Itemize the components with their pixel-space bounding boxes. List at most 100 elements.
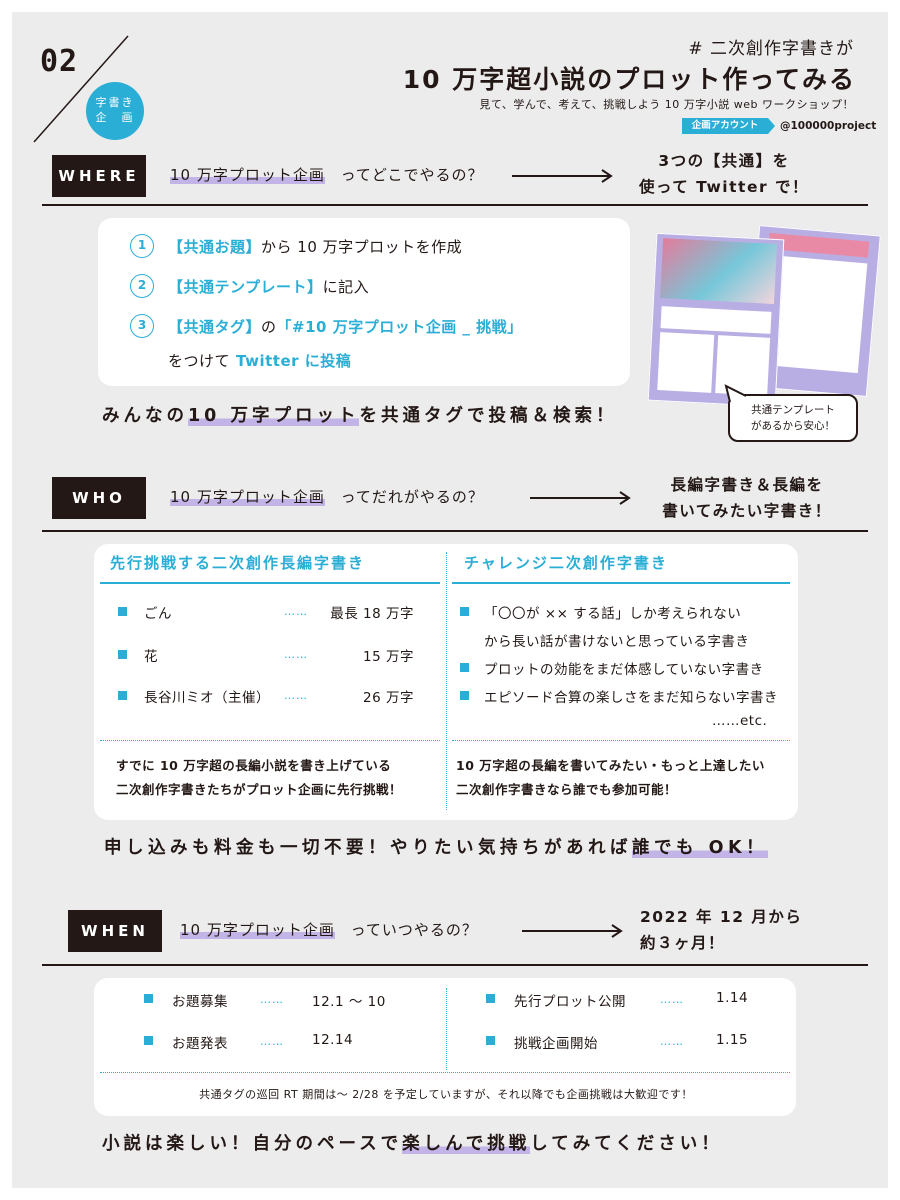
bubble-line-2: があるから安心！	[751, 420, 835, 432]
leader-dots: ……	[660, 1035, 684, 1048]
bullet	[460, 607, 469, 616]
bullet	[460, 663, 469, 672]
step-2-key: 【共通テンプレート】	[168, 278, 323, 296]
when-answer-line2: 約３ヶ月！	[640, 934, 726, 952]
step-1-rest: から 10 万字プロットを作成	[261, 238, 463, 256]
when-tagline-pre: 小説は楽しい！自分のペースで	[102, 1134, 403, 1154]
where-tagline-highlight: 10 万字プロット	[188, 406, 360, 426]
section-label-when: WHEN	[68, 910, 162, 952]
leader-dots: ……	[660, 993, 684, 1006]
where-answer: 3つの【共通】を 使って Twitter で！	[634, 148, 814, 200]
arrow-icon	[530, 491, 631, 505]
who-tagline: 申し込みも料金も一切不要！やりたい気持ちがあれば誰でも OK！	[104, 834, 769, 859]
bullet	[118, 607, 127, 616]
when-card	[94, 978, 796, 1116]
who-answer-line1: 長編字書き＆長編を	[670, 476, 824, 494]
challenger-item: から長い話が書けないと思っている字書き	[484, 634, 750, 650]
who-left-note: すでに 10 万字超の長編小説を書き上げている 二次創作字書きたちがプロット企画…	[116, 754, 402, 802]
section-label-where: WHERE	[52, 155, 146, 197]
where-card	[98, 218, 630, 386]
leader-dots: ……	[284, 605, 308, 618]
circle-label-1: 字書き	[95, 96, 135, 109]
when-question-highlight: 10 万字プロット企画	[180, 921, 335, 939]
when-note: 共通タグの巡回 RT 期間は～ 2/28 を予定していますが、それ以降でも企画挑…	[199, 1088, 693, 1101]
step-1-key: 【共通お題】	[168, 238, 262, 256]
when-question-rest: っていつやるの？	[350, 921, 478, 939]
hashtag: # 二次創作字書きが	[688, 39, 854, 59]
diagonal-line	[33, 35, 129, 143]
schedule-item: お題発表	[172, 1036, 228, 1052]
schedule-date: 1.15	[716, 1032, 749, 1048]
member-value: 26 万字	[363, 690, 414, 706]
bullet	[118, 691, 127, 700]
arrow-icon	[522, 924, 623, 938]
bullet	[460, 691, 469, 700]
schedule-date: 1.14	[716, 990, 749, 1006]
step-3-tag: 「#10 万字プロット企画 _ 挑戦」	[276, 318, 523, 336]
bubble-tail	[724, 384, 747, 403]
challenger-item: プロットの効能をまだ体感していない字書き	[484, 662, 764, 678]
step-2: 【共通テンプレート】に記入	[168, 276, 369, 297]
member-value: 最長 18 万字	[330, 606, 414, 622]
where-answer-line2: 使って Twitter で！	[639, 178, 809, 196]
bullet	[144, 1036, 153, 1045]
title-underline	[452, 582, 790, 584]
step-3-key: 【共通タグ】	[168, 318, 262, 336]
column-divider	[446, 552, 447, 810]
step-3: 【共通タグ】の「#10 万字プロット企画 _ 挑戦」	[168, 316, 523, 337]
who-question-highlight: 10 万字プロット企画	[170, 488, 325, 506]
bullet	[486, 1036, 495, 1045]
where-question-rest: ってどこでやるの？	[340, 166, 484, 184]
right-note-line2: 二次創作字書きなら誰でも参加可能！	[456, 782, 678, 797]
account-badge: 企画アカウント	[682, 118, 775, 134]
divider	[42, 964, 868, 966]
bubble-line-1: 共通テンプレート	[751, 404, 835, 416]
step-1: 【共通お題】から 10 万字プロットを作成	[168, 236, 462, 257]
member-name: ごん	[144, 606, 172, 622]
leader-dots: ……	[260, 993, 284, 1006]
step-3-line2-blue: Twitter に投稿	[236, 352, 352, 370]
step-2-rest: に記入	[322, 278, 370, 296]
bullet	[486, 994, 495, 1003]
when-answer: 2022 年 12 月から 約３ヶ月！	[640, 904, 810, 956]
template-image-front	[647, 232, 785, 408]
dotted-separator	[452, 740, 790, 741]
subtitle: 見て、学んで、考えて、挑戦しよう 10 万字小説 web ワークショップ！	[479, 98, 854, 111]
schedule-item: 先行プロット公開	[514, 994, 626, 1010]
who-tagline-pre: 申し込みも料金も一切不要！やりたい気持ちがあれば	[104, 838, 632, 858]
step-3-line2: をつけて Twitter に投稿	[168, 350, 351, 371]
when-question: 10 万字プロット企画 っていつやるの？	[180, 919, 478, 940]
schedule-date: 12.14	[312, 1032, 354, 1048]
step-number: 2	[130, 274, 154, 298]
arrow-icon	[512, 169, 613, 183]
column-divider	[446, 988, 447, 1070]
left-note-line2: 二次創作字書きたちがプロット企画に先行挑戦！	[116, 782, 403, 797]
challenger-item: 「〇〇が ×× する話」しか考えられない	[484, 606, 742, 622]
divider	[42, 530, 868, 532]
leader-dots: ……	[260, 1035, 284, 1048]
bullet	[144, 994, 153, 1003]
where-answer-line1: 3つの【共通】を	[658, 152, 790, 170]
step-number: 1	[130, 234, 154, 258]
step-3-rest: の	[261, 318, 277, 336]
who-question-rest: ってだれがやるの？	[340, 488, 484, 506]
poster: 02 字書き 企 画 # 二次創作字書きが 10 万字超小説のプロット作ってみる…	[12, 12, 888, 1188]
member-name: 長谷川ミオ（主催）	[144, 690, 270, 706]
step-3-line2-rest: をつけて	[168, 352, 231, 370]
when-tagline: 小説は楽しい！自分のペースで楽しんで挑戦してみてください！	[102, 1130, 723, 1155]
section-label-who: WHO	[52, 477, 146, 519]
who-right-note: 10 万字超の長編を書いてみたい・もっと上達したい 二次創作字書きなら誰でも参加…	[456, 754, 765, 802]
etc-label: ……etc.	[712, 713, 768, 729]
where-tagline-post: を共通タグで投稿＆検索！	[359, 406, 618, 426]
member-value: 15 万字	[363, 649, 414, 665]
dotted-separator	[100, 740, 440, 741]
leader-dots: ……	[284, 648, 308, 661]
title-underline	[100, 582, 440, 584]
right-note-line1: 10 万字超の長編を書いてみたい・もっと上達したい	[456, 758, 765, 773]
leader-dots: ……	[284, 689, 308, 702]
dotted-separator	[100, 1072, 790, 1073]
divider	[42, 204, 868, 206]
page-title: 10 万字超小説のプロット作ってみる	[402, 65, 856, 94]
account-handle: @100000project	[780, 120, 877, 132]
when-tagline-highlight: 楽しんで挑戦	[402, 1134, 531, 1154]
